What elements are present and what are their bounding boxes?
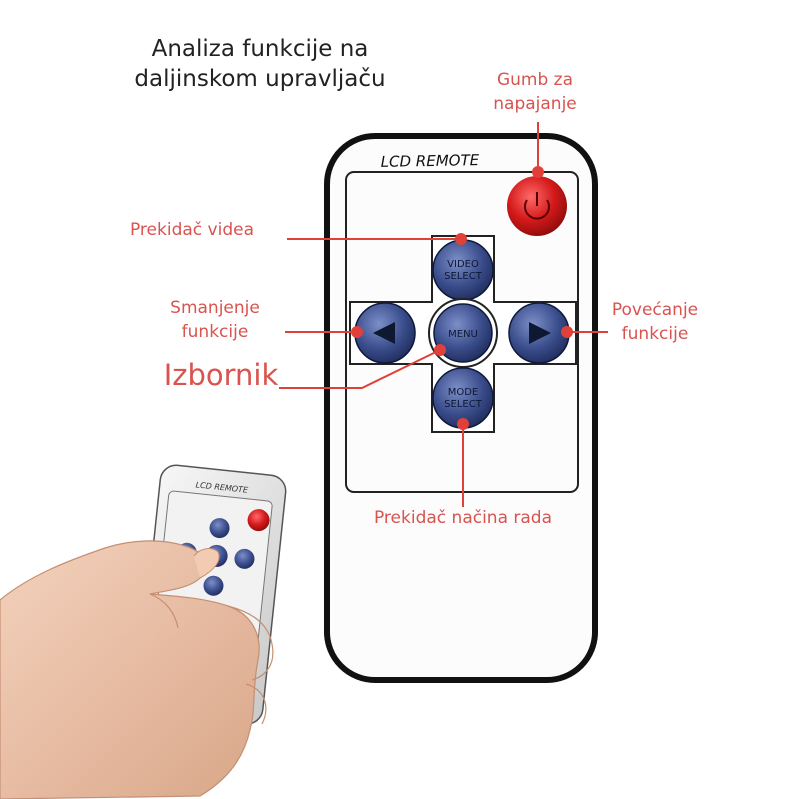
increase-button[interactable] [508, 302, 570, 364]
menu-label: Izbornik [163, 358, 279, 392]
callout-lines [279, 122, 608, 507]
menu-button-label: MENU [448, 329, 478, 340]
title-line-2: daljinskom upravljaču [134, 66, 386, 92]
video-select-line-1: VIDEO [447, 259, 479, 270]
power-button[interactable] [507, 176, 567, 236]
small-power-icon [247, 509, 270, 532]
menu-callout-line [279, 349, 441, 389]
increase-label-line-2: funkcije [621, 324, 689, 344]
decrease-label-line-2: funkcije [181, 322, 249, 342]
menu-button[interactable]: MENU [428, 298, 498, 368]
power-label-line-2: napajanje [493, 94, 577, 114]
remote-header: LCD REMOTE [381, 151, 480, 171]
video-select-button[interactable]: VIDEO SELECT [432, 239, 494, 301]
title-line-1: Analiza funkcije na [151, 36, 369, 62]
decrease-button[interactable] [354, 302, 416, 364]
page-title: Analiza funkcije na daljinskom upravljač… [0, 34, 520, 94]
mode-select-button[interactable]: MODE SELECT [432, 367, 494, 429]
decrease-label: Smanjenje funkcije [150, 296, 280, 344]
mode-label: Prekidač načina rada [373, 508, 553, 528]
video-label: Prekidač videa [129, 220, 254, 240]
hand-with-remote-illustration: LCD REMOTE [0, 464, 287, 799]
power-label: Gumb za napajanje [470, 68, 600, 116]
video-select-line-2: SELECT [444, 271, 483, 282]
arrow-right-icon [529, 322, 551, 344]
mode-select-line-1: MODE [448, 387, 479, 398]
increase-label-line-1: Povećanje [611, 300, 699, 320]
decrease-label-line-1: Smanjenje [170, 298, 260, 318]
increase-label: Povećanje funkcije [600, 298, 710, 346]
power-label-line-1: Gumb za [496, 70, 574, 90]
arrow-left-icon [373, 322, 395, 344]
mode-select-line-2: SELECT [444, 399, 483, 410]
